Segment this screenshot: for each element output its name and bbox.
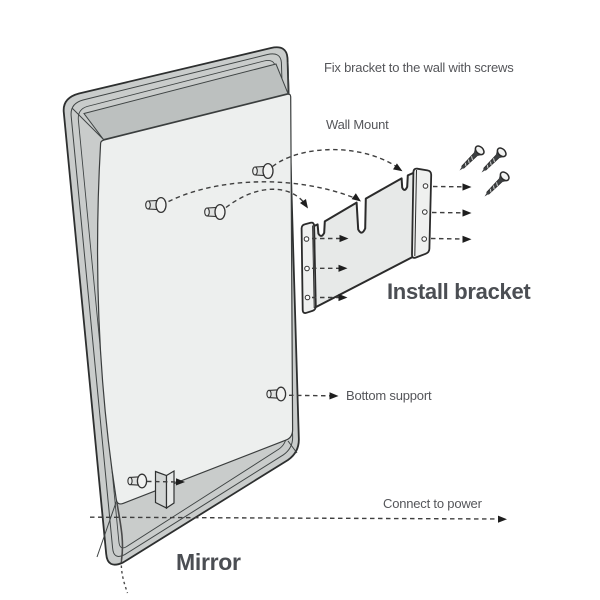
mirror-frame-profile-line-2 xyxy=(77,60,287,549)
fold-line-bottom-left xyxy=(96,500,117,558)
arrow-arc-top-peg xyxy=(272,148,401,171)
flange-hole xyxy=(304,294,311,301)
flange-hole xyxy=(421,236,428,242)
arrow-arc-left-peg xyxy=(168,181,359,203)
arrow-power xyxy=(89,516,499,520)
arrow-fin xyxy=(146,480,178,483)
label-connect-to-power: Connect to power xyxy=(383,496,482,511)
mounting-pegs xyxy=(127,162,287,489)
arrow-bottom-support xyxy=(288,394,331,397)
mirror-frame-profile-line xyxy=(70,53,294,557)
mounting-peg xyxy=(204,203,226,221)
bracket-right-flange xyxy=(411,167,433,259)
flange-hole xyxy=(422,209,428,215)
arrow-arc-middle-peg xyxy=(225,188,307,209)
label-bottom-support: Bottom support xyxy=(346,388,432,403)
wall-mount-bracket xyxy=(300,167,433,314)
fold-line-bottom-right xyxy=(287,440,298,454)
screw xyxy=(484,171,510,197)
fold-line-top-right xyxy=(287,61,290,96)
mirror-top-bevel xyxy=(83,63,289,141)
arrow-right-3 xyxy=(430,237,463,240)
label-wall-mount: Wall Mount xyxy=(326,117,389,132)
guide-arrows xyxy=(89,148,499,520)
arrowheads xyxy=(175,163,507,523)
fold-line-top-left xyxy=(71,107,104,140)
label-fix-bracket: Fix bracket to the wall with screws xyxy=(324,60,514,75)
bracket-left-flange xyxy=(300,221,317,314)
mirror-back-panel xyxy=(62,46,300,594)
bracket-plate xyxy=(313,171,415,309)
screws xyxy=(459,145,510,197)
flange-hole xyxy=(304,265,310,272)
mounting-peg xyxy=(252,162,274,180)
screw xyxy=(459,145,485,171)
power-cable xyxy=(116,502,129,594)
flange-hole xyxy=(422,183,429,189)
bottom-support-fin xyxy=(154,469,175,510)
bottom-support-peg xyxy=(266,386,287,402)
bottom-left-peg xyxy=(127,473,148,489)
mounting-peg xyxy=(145,196,167,214)
screw xyxy=(481,147,507,173)
flange-hole xyxy=(303,236,310,242)
label-mirror: Mirror xyxy=(176,549,241,575)
mirror-back-plate xyxy=(96,93,294,505)
label-install-bracket: Install bracket xyxy=(387,279,531,304)
